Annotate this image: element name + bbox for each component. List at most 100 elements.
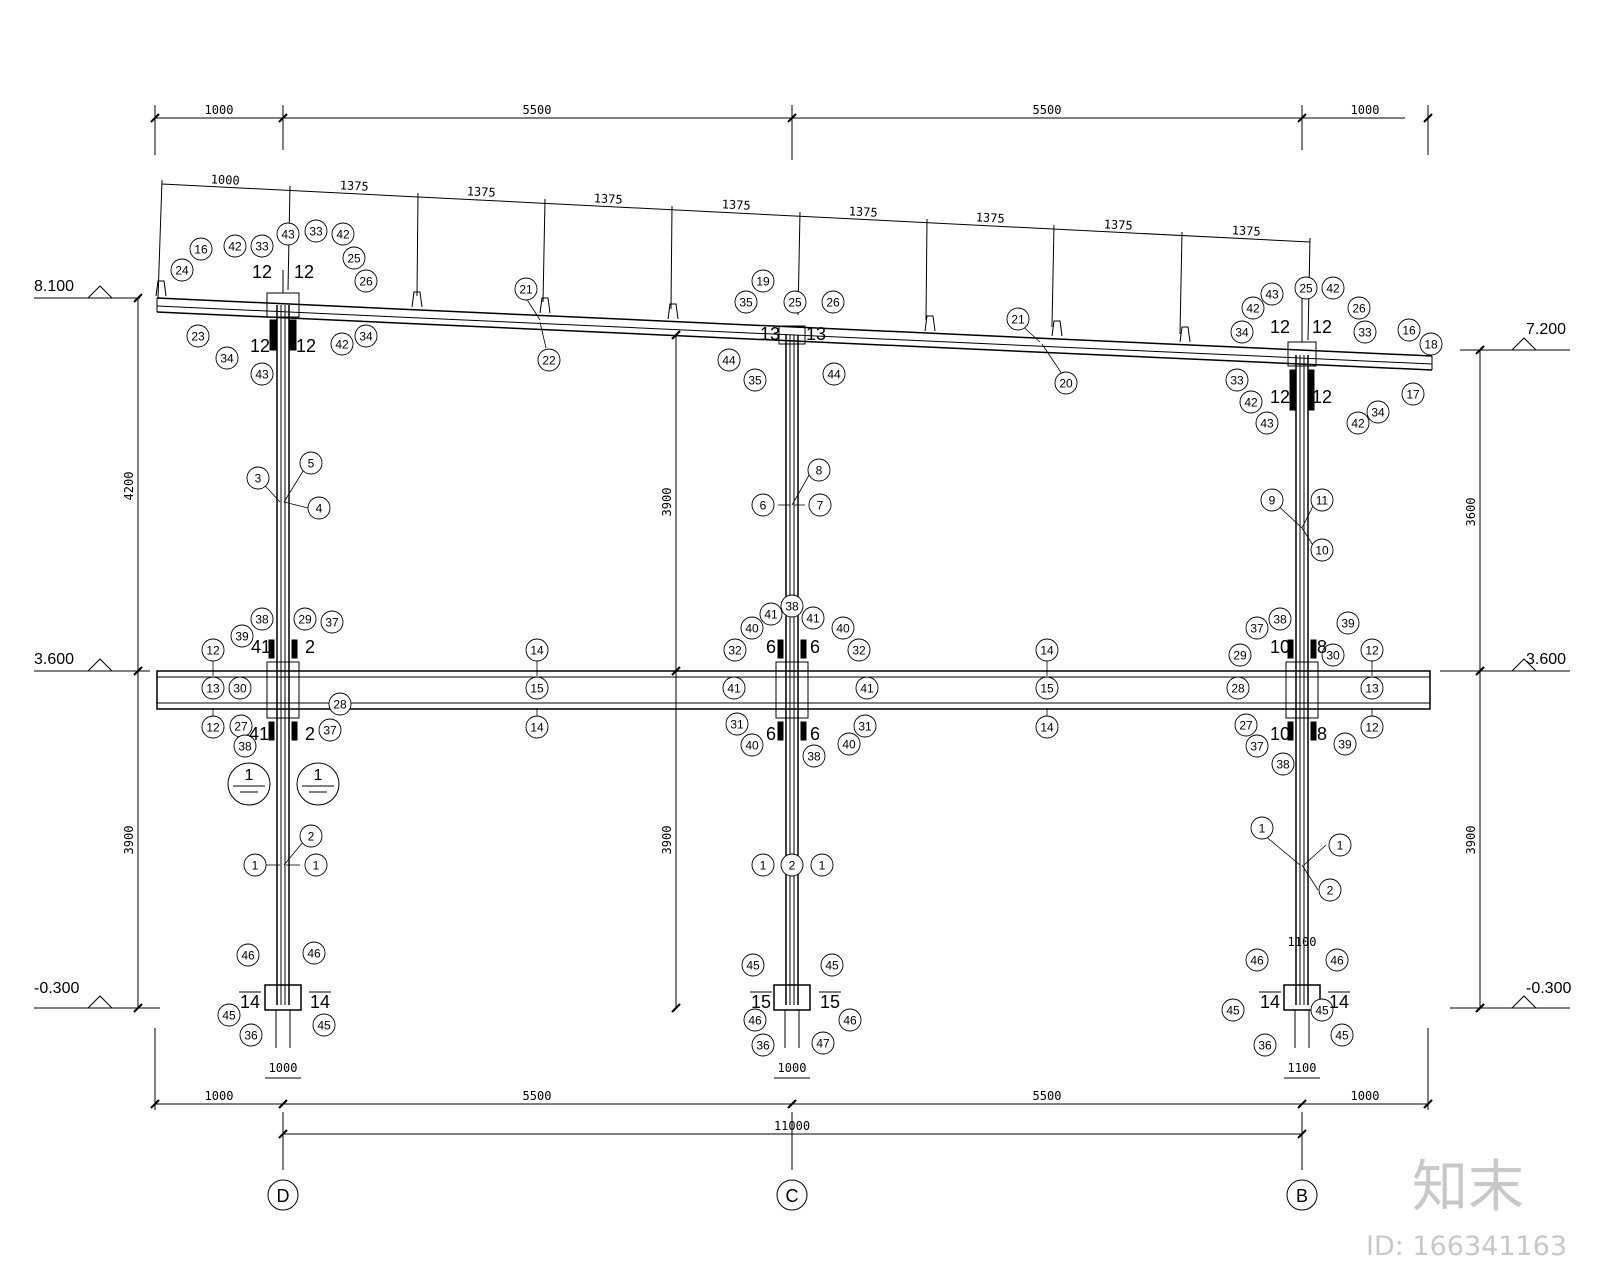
member-tag-number: 42 — [1326, 282, 1340, 296]
member-tag-number: 38 — [238, 740, 252, 754]
member-tag-number: 46 — [748, 1014, 762, 1028]
member-tag-number: 14 — [530, 644, 544, 658]
member-tag-number: 38 — [1276, 758, 1290, 772]
member-tag: 30 — [1321, 643, 1345, 667]
member-tag-number: 34 — [1371, 406, 1385, 420]
member-tag: 1 — [751, 853, 775, 877]
member-tag-number: 38 — [255, 613, 269, 627]
member-tag-number: 40 — [842, 738, 856, 752]
member-tag: 23 — [186, 324, 210, 348]
member-tag-number: 13 — [206, 682, 220, 696]
member-tag: 45 — [1330, 1023, 1354, 1047]
member-tag-number: 15 — [1040, 682, 1054, 696]
member-tag-number: 43 — [255, 368, 269, 382]
member-tag: 16 — [189, 237, 213, 261]
member-tag: 42 — [1346, 411, 1370, 435]
member-tag-number: 37 — [1250, 622, 1264, 636]
member-tag: 41 — [759, 602, 783, 626]
member-tag: 31 — [725, 712, 749, 736]
member-tag-number: 28 — [333, 698, 347, 712]
bottom-dimension-chain: 1000 5500 5500 1000 1000 1000 1100 1100 … — [150, 935, 1433, 1170]
member-tag-number: 9 — [1269, 494, 1276, 508]
member-tag: 38 — [233, 734, 257, 758]
connection-plates — [264, 270, 1321, 1048]
member-tag: 29 — [293, 607, 317, 631]
column-D — [276, 305, 290, 1005]
member-tag-number: 8 — [816, 464, 823, 478]
plate-mark: 12 — [250, 336, 270, 356]
member-tag-number: 41 — [764, 608, 778, 622]
member-tag: 1 — [304, 853, 328, 877]
member-tag-number: 30 — [233, 682, 247, 696]
member-tag: 47 — [811, 1031, 835, 1055]
member-tag: 43 — [276, 222, 300, 246]
plate-mark: 2 — [305, 724, 315, 744]
member-tag-number: 46 — [1250, 954, 1264, 968]
member-tag: 26 — [1347, 296, 1371, 320]
member-tag-number: 35 — [739, 296, 753, 310]
member-tag-number: 45 — [317, 1019, 331, 1033]
right-vert-dim-1: 3600 — [1464, 498, 1478, 527]
plate-mark: 12 — [1270, 387, 1290, 407]
member-tag: 7 — [808, 493, 832, 517]
plate-mark: 14 — [1260, 992, 1280, 1012]
member-tag: 33 — [250, 234, 274, 258]
member-tag-number: 36 — [1258, 1039, 1272, 1053]
plate-mark: 10 — [1270, 637, 1290, 657]
member-tag-number: 14 — [1040, 721, 1054, 735]
member-tag: 1 — [810, 853, 834, 877]
member-tag: 27 — [1234, 713, 1258, 737]
member-tag: 25 — [1294, 276, 1318, 300]
grid-axes: D C B — [267, 1179, 1318, 1211]
member-tag-number: 12 — [206, 721, 220, 735]
member-tag-number: 1 — [252, 859, 259, 873]
member-tag-number: 44 — [722, 354, 736, 368]
member-tag: 46 — [236, 943, 260, 967]
member-tag: 16 — [1397, 318, 1421, 342]
member-tag: 42 — [330, 332, 354, 356]
member-tag: 4 — [307, 496, 331, 520]
bottom-dim-4: 1000 — [1351, 1089, 1380, 1103]
axis-C: C — [786, 1186, 799, 1206]
member-tag-number: 31 — [858, 720, 872, 734]
member-tag-number: 14 — [1040, 644, 1054, 658]
plate-mark: 6 — [766, 637, 776, 657]
rafter-dimension-chain: 1000 1375 1375 1375 1375 1375 1375 1375 … — [157, 172, 1311, 341]
member-tag-number: 26 — [359, 275, 373, 289]
level-left-mid: 3.600 — [34, 651, 74, 668]
member-tag: 17 — [1401, 382, 1425, 406]
rafter-dim-7: 1375 — [975, 210, 1005, 225]
member-tag-number: 38 — [1273, 613, 1287, 627]
member-tag-number: 16 — [1402, 324, 1416, 338]
member-tag: 40 — [740, 616, 764, 640]
rafter-dim-9: 1375 — [1231, 223, 1261, 238]
member-tag-number: 45 — [222, 1009, 236, 1023]
base-dim-B-upper: 1100 — [1288, 935, 1317, 949]
member-tag: 36 — [751, 1033, 775, 1057]
member-tag: 14 — [525, 638, 549, 662]
member-tag: 39 — [230, 624, 254, 648]
member-tag-number: 43 — [1265, 288, 1279, 302]
member-tag-number: 35 — [748, 374, 762, 388]
member-tag: 20 — [1054, 371, 1078, 395]
level-right-top: 7.200 — [1526, 321, 1566, 338]
member-tag: 44 — [717, 348, 741, 372]
member-tag-number: 12 — [1365, 644, 1379, 658]
member-tag: 9 — [1260, 488, 1284, 512]
left-vert-dim-1: 4200 — [122, 472, 136, 501]
member-tag: 43 — [250, 362, 274, 386]
member-tag: 42 — [1239, 390, 1263, 414]
member-tag: 13 — [201, 676, 225, 700]
member-tag: 40 — [837, 732, 861, 756]
member-tag-number: 17 — [1406, 388, 1420, 402]
member-tag-number: 42 — [228, 240, 242, 254]
overall-dim: 11000 — [774, 1119, 810, 1133]
member-tag: 14 — [1035, 715, 1059, 739]
member-tag-number: 18 — [1424, 338, 1438, 352]
member-tag-number: 42 — [336, 228, 350, 242]
rafter-dim-8: 1375 — [1103, 217, 1133, 232]
member-tag-number: 24 — [175, 264, 189, 278]
plate-mark: 12 — [1312, 317, 1332, 337]
